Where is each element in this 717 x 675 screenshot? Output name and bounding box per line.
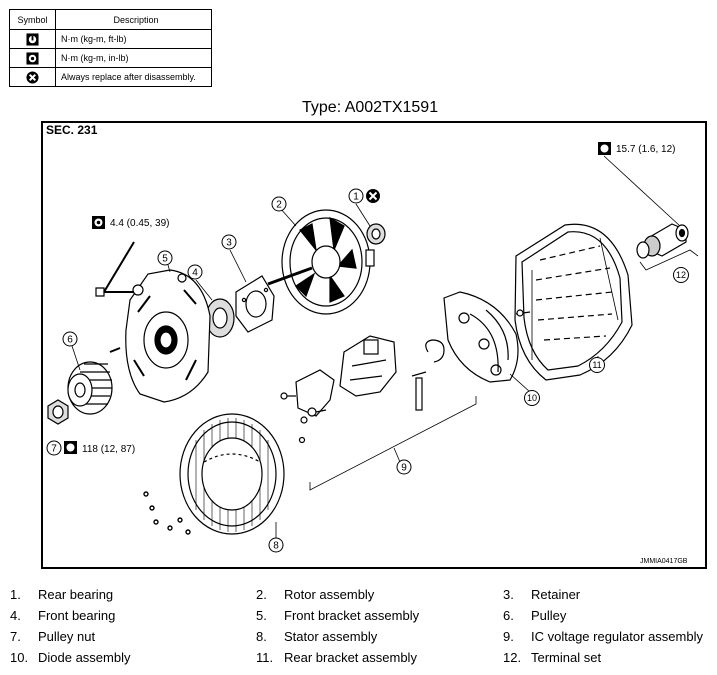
legend-description: Always replace after disassembly. (55, 67, 212, 87)
svg-text:12: 12 (676, 270, 686, 280)
ic-voltage-regulator-assembly (280, 335, 477, 491)
stator-assembly (143, 413, 285, 538)
svg-text:5: 5 (162, 254, 168, 265)
callout-5: 5 (157, 250, 173, 266)
svg-text:7: 7 (51, 444, 57, 455)
callout-2: 2 (271, 196, 287, 212)
terminal-set (603, 155, 699, 271)
type-title: Type: A002TX1591 (302, 99, 439, 116)
always-replace-icon (366, 189, 380, 203)
callout-12: 12 (673, 267, 689, 283)
callout-8: 8 (268, 537, 284, 553)
callout-4: 4 (187, 264, 203, 280)
retainer (229, 249, 275, 333)
figure-id: JMMIA0417GB (640, 558, 688, 565)
svg-text:4: 4 (192, 268, 198, 279)
torque-wrench-icon (64, 441, 77, 454)
callout-7: 7 (46, 440, 62, 456)
torque-wrench-icon (26, 32, 39, 46)
svg-text:2: 2 (276, 200, 282, 211)
torque-label-terminal: 15.7 (1.6, 12) (616, 144, 675, 155)
torque-label-through-bolt: 4.4 (0.45, 39) (110, 218, 169, 229)
pulley (67, 345, 113, 415)
diagram-frame (41, 121, 707, 569)
rear-bearing (355, 203, 386, 245)
rotor-assembly (267, 207, 375, 315)
front-bearing (195, 279, 235, 338)
svg-text:1: 1 (353, 192, 359, 203)
torque-wrench-icon (598, 142, 611, 155)
svg-text:11: 11 (592, 360, 601, 370)
svg-text:10: 10 (527, 393, 537, 403)
torque-label-pulley-nut: 118 (12, 87) (82, 444, 135, 455)
svg-text:8: 8 (273, 541, 279, 552)
callout-6: 6 (62, 331, 78, 347)
always-replace-icon (26, 70, 39, 84)
rear-bracket-assembly (514, 223, 633, 381)
callout-1: 1 (348, 188, 364, 204)
section-label: SEC. 231 (46, 123, 98, 137)
callout-9: 9 (396, 459, 412, 475)
symbol-legend-table: Symbol Description N·m (kg-m, ft-lb) N·m… (9, 9, 212, 87)
callout-11: 11 (589, 357, 605, 373)
svg-text:9: 9 (401, 463, 407, 474)
svg-text:6: 6 (67, 335, 73, 346)
torque-wrench-small-icon (92, 216, 105, 229)
svg-text:3: 3 (226, 238, 232, 249)
diode-assembly (443, 291, 531, 393)
callout-10: 10 (524, 390, 540, 406)
pulley-nut (47, 399, 69, 425)
snap-ring (425, 339, 445, 363)
callout-3: 3 (221, 234, 237, 250)
torque-wrench-small-icon (26, 51, 39, 65)
